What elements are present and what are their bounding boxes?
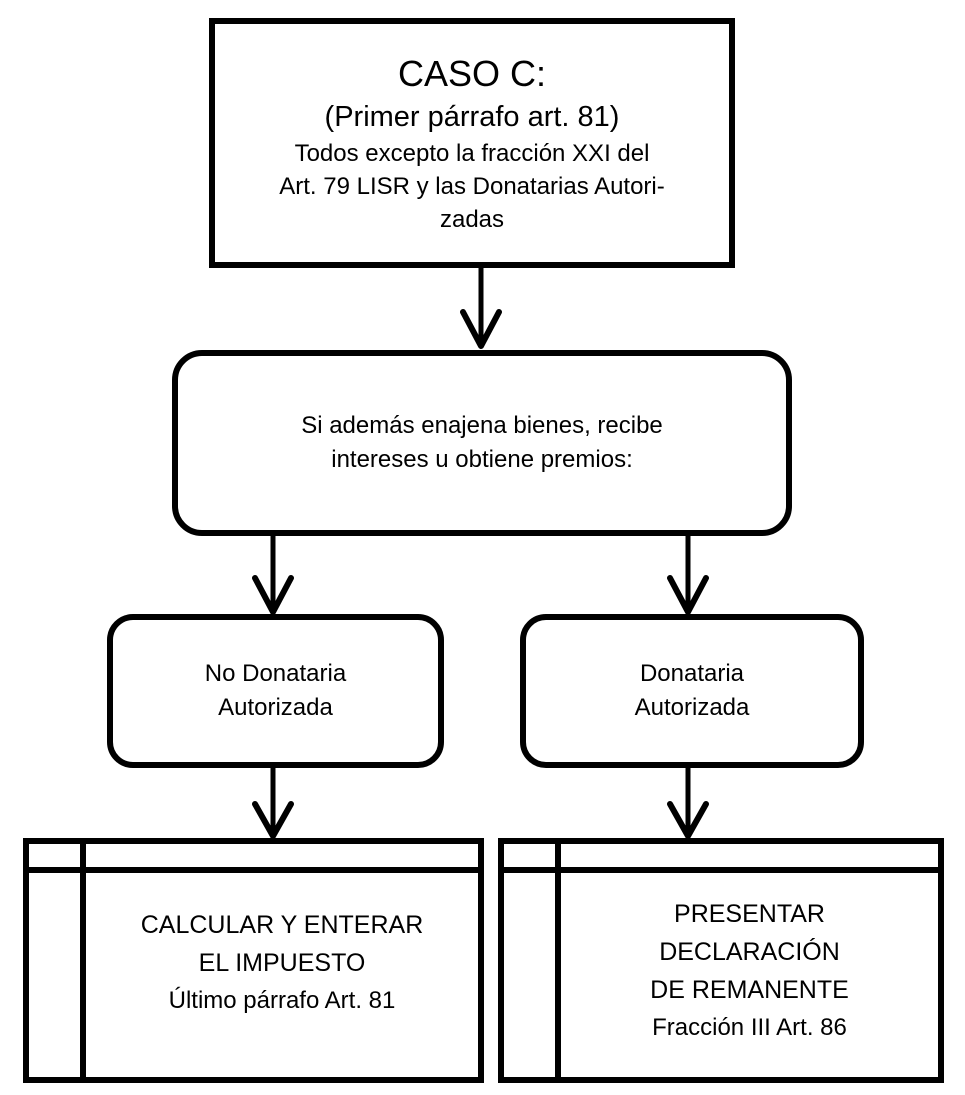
node-donataria: Donataria Autorizada <box>520 614 864 768</box>
caso-c-title: CASO C: <box>397 52 547 94</box>
connector-condition-to-donataria <box>666 534 710 616</box>
internal-storage-hline <box>29 867 478 873</box>
presentar-content: PRESENTAR DECLARACIÓN DE REMANENTE Fracc… <box>561 869 938 1073</box>
no-donataria-label: No Donataria Autorizada <box>204 660 347 721</box>
caso-c-body: Todos excepto la fracción XXI del Art. 7… <box>279 139 665 233</box>
calcular-title: CALCULAR Y ENTERAR EL IMPUESTO <box>140 911 424 977</box>
connector-caso-c-to-condition <box>459 266 503 350</box>
connector-condition-to-no-donataria <box>251 534 295 616</box>
presentar-title: PRESENTAR DECLARACIÓN DE REMANENTE <box>650 900 849 1004</box>
calcular-ref: Último párrafo Art. 81 <box>168 987 396 1014</box>
arrow-down-icon <box>252 766 294 839</box>
node-presentar-declaracion: PRESENTAR DECLARACIÓN DE REMANENTE Fracc… <box>498 838 944 1083</box>
internal-storage-vline <box>555 844 561 1077</box>
arrow-down-icon <box>460 266 502 349</box>
condition-label: Si además enajena bienes, recibe interes… <box>301 412 663 473</box>
arrow-down-icon <box>252 534 294 615</box>
node-caso-c: CASO C: (Primer párrafo art. 81) Todos e… <box>209 18 735 268</box>
node-condition: Si además enajena bienes, recibe interes… <box>172 350 792 536</box>
arrow-down-icon <box>667 766 709 839</box>
connector-donataria-to-presentar <box>666 766 710 840</box>
node-no-donataria: No Donataria Autorizada <box>107 614 444 768</box>
internal-storage-hline <box>504 867 938 873</box>
donataria-label: Donataria Autorizada <box>634 660 750 721</box>
node-calcular-impuesto: CALCULAR Y ENTERAR EL IMPUESTO Último pá… <box>23 838 484 1083</box>
presentar-ref: Fracción III Art. 86 <box>652 1014 847 1041</box>
calcular-content: CALCULAR Y ENTERAR EL IMPUESTO Último pá… <box>86 861 478 1065</box>
connector-no-donataria-to-calcular <box>251 766 295 840</box>
caso-c-subtitle: (Primer párrafo art. 81) <box>324 100 620 133</box>
arrow-down-icon <box>667 534 709 615</box>
internal-storage-vline <box>80 844 86 1077</box>
